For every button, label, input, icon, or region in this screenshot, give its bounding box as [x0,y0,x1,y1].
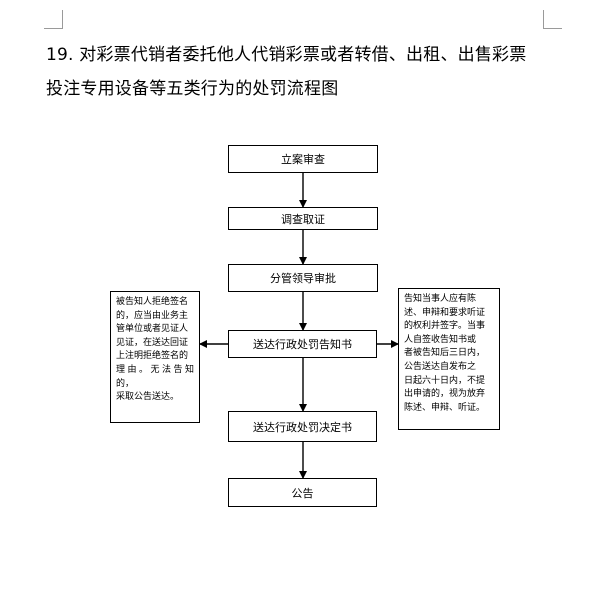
page-title: 19. 对彩票代销者委托他人代销彩票或者转借、出租、出售彩票 投注专用设备等五类… [46,38,576,106]
title-line-1: 19. 对彩票代销者委托他人代销彩票或者转借、出租、出售彩票 [46,45,527,65]
page-corner-mark-left [44,10,63,29]
step-penalty-decision: 送达行政处罚决定书 [228,411,377,442]
step-announcement: 公告 [228,478,377,507]
step-penalty-notice: 送达行政处罚告知书 [228,330,377,358]
page-corner-mark-right [543,10,562,29]
step-leader-approval: 分管领导审批 [228,264,378,292]
step-investigation: 调查取证 [228,207,378,230]
step-case-review: 立案审查 [228,145,378,173]
left-note-refusal: 被告知人拒绝签名 的，应当由业务主 管单位或者见证人 见证，在送达回证 上注明拒… [110,291,200,423]
title-line-2: 投注专用设备等五类行为的处罚流程图 [46,79,339,99]
right-note-rights: 告知当事人应有陈 述、申辩和要求听证 的权利并签字。当事 人自签收告知书或 者被… [398,288,500,430]
